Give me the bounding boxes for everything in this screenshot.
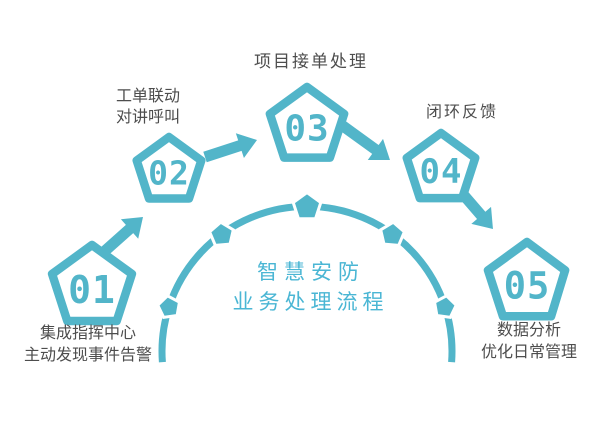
arrow-step3-to-step4 bbox=[339, 121, 390, 161]
step-label-05: 数据分析 优化日常管理 bbox=[449, 319, 603, 363]
step-number-03: 03 bbox=[284, 108, 330, 150]
arc-node-pentagon-4 bbox=[378, 220, 407, 248]
pentagon-step-05 bbox=[483, 237, 570, 321]
step-pentagon-group bbox=[47, 82, 570, 326]
step-label-05-line2: 优化日常管理 bbox=[480, 342, 577, 361]
pentagon-step-01 bbox=[47, 240, 137, 326]
diagram-title-line1: 智慧安防 bbox=[257, 260, 365, 284]
step-label-04: 闭环反馈 bbox=[392, 101, 532, 123]
step-number-05: 05 bbox=[503, 264, 551, 308]
step-label-01-line2: 主动发现事件告警 bbox=[23, 345, 152, 364]
pentagon-step-04 bbox=[402, 128, 480, 203]
step-number-04: 04 bbox=[419, 152, 463, 192]
step-label-01-line1: 集成指挥中心 bbox=[39, 323, 136, 342]
arc-node-pentagon-2 bbox=[207, 220, 236, 248]
arrow-step2-to-step3 bbox=[203, 133, 257, 163]
arc-node-group bbox=[155, 190, 459, 319]
step-label-04-line1: 闭环反馈 bbox=[425, 102, 498, 121]
pentagon-step-03 bbox=[265, 82, 349, 162]
arc-node-pentagon-5 bbox=[432, 293, 459, 319]
step-number-01: 01 bbox=[68, 268, 116, 312]
step-label-01: 集成指挥中心 主动发现事件告警 bbox=[3, 322, 173, 366]
pentagon-step-02 bbox=[132, 132, 206, 203]
diagram-title-line2: 业务处理流程 bbox=[232, 290, 389, 314]
step-label-02: 工单联动 对讲呼叫 bbox=[78, 85, 218, 127]
arc-node-pentagon-1 bbox=[155, 293, 182, 319]
step-label-05-line1: 数据分析 bbox=[496, 320, 561, 339]
arc-node-pentagon-3 bbox=[291, 190, 323, 221]
step-label-03: 项目接单处理 bbox=[211, 51, 411, 73]
step-label-03-line1: 项目接单处理 bbox=[254, 52, 368, 72]
step-number-02: 02 bbox=[148, 153, 190, 193]
diagram-title: 智慧安防 业务处理流程 bbox=[158, 257, 458, 317]
step-label-02-line2: 对讲呼叫 bbox=[115, 107, 180, 126]
step-label-02-line1: 工单联动 bbox=[115, 86, 180, 105]
